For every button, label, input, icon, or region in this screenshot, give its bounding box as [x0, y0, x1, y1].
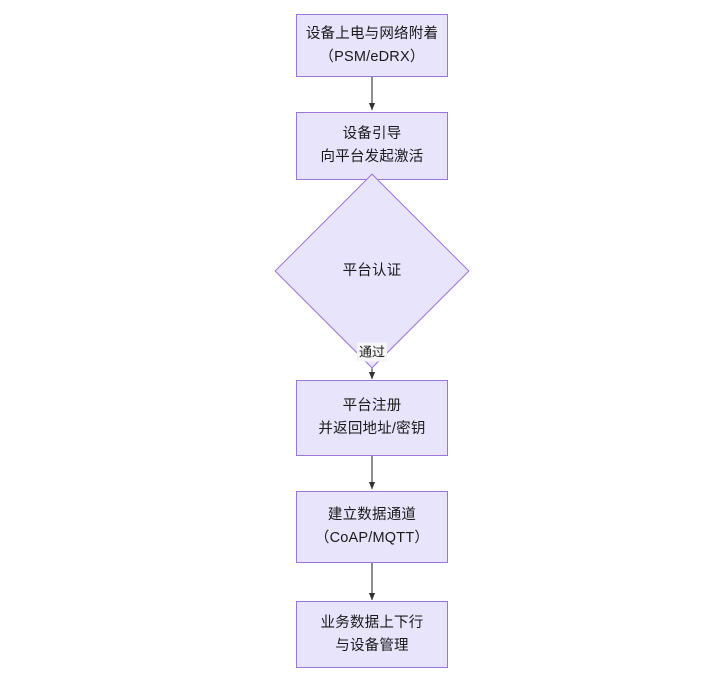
node-power-on[interactable]: 设备上电与网络附着 （PSM/eDRX）: [296, 14, 448, 77]
node-channel-line2: （CoAP/MQTT）: [314, 530, 430, 546]
node-data-line1: 业务数据上下行: [320, 614, 424, 631]
edge-label-auth-pass: 通过: [356, 342, 388, 362]
node-register[interactable]: 平台注册 并返回地址/密钥: [296, 380, 448, 456]
node-channel[interactable]: 建立数据通道 （CoAP/MQTT）: [296, 491, 448, 563]
node-register-line2: 并返回地址/密钥: [318, 421, 426, 437]
node-auth-label: 平台认证: [303, 202, 441, 340]
node-data-line2: 与设备管理: [335, 637, 409, 654]
node-auth-line1: 平台认证: [342, 262, 402, 279]
node-bootstrap[interactable]: 设备引导 向平台发起激活: [296, 112, 448, 180]
node-bootstrap-line2: 向平台发起激活: [320, 149, 424, 165]
node-power-on-line2: （PSM/eDRX）: [319, 48, 425, 65]
node-bootstrap-line1: 设备引导: [342, 126, 402, 142]
node-channel-line1: 建立数据通道: [327, 507, 417, 523]
node-data[interactable]: 业务数据上下行 与设备管理: [296, 601, 448, 668]
node-power-on-line1: 设备上电与网络附着: [305, 25, 439, 42]
edge-label-auth-pass-text: 通过: [358, 344, 386, 360]
node-register-line1: 平台注册: [342, 398, 402, 414]
